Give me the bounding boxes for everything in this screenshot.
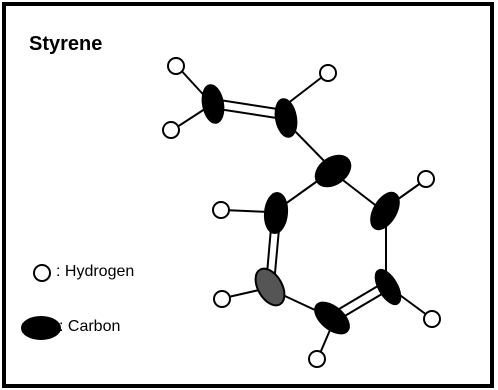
diagram-frame — [2, 2, 494, 388]
carbon-atom-2 — [274, 98, 298, 138]
hydrogen-atom-2 — [162, 121, 180, 139]
carbon-atoms — [201, 84, 402, 335]
legend-hydrogen-icon — [33, 264, 51, 282]
hydrogen-atom-4 — [212, 201, 230, 219]
hydrogen-atom-7 — [423, 310, 441, 328]
diagram-title: Styrene — [29, 33, 103, 55]
bond-c1-c2-line-1 — [212, 98, 285, 111]
hydrogen-atom-8 — [417, 170, 435, 188]
legend-carbon-label: : Carbon — [59, 318, 121, 335]
carbon-atom-8 — [370, 191, 400, 231]
carbon-atom-7 — [374, 268, 402, 306]
bond-h4-c4 — [222, 209, 271, 213]
carbon-atom-6 — [314, 301, 350, 335]
hydrogen-atom-6 — [308, 350, 326, 368]
hydrogen-atoms — [162, 57, 441, 368]
bond-h3-c2 — [286, 73, 327, 105]
bond-c2-c3 — [288, 124, 331, 168]
hydrogen-atom-1 — [167, 57, 185, 75]
carbon-atom-3 — [314, 154, 352, 188]
hydrogen-atom-5 — [213, 290, 231, 308]
legend-hydrogen-label: : Hydrogen — [56, 263, 135, 280]
carbon-atom-4 — [263, 192, 289, 234]
hydrogen-atom-3 — [319, 64, 337, 82]
carbon-atom-1 — [201, 84, 225, 124]
carbon-atom-5 — [254, 267, 286, 307]
legend-carbon-icon — [21, 316, 61, 340]
